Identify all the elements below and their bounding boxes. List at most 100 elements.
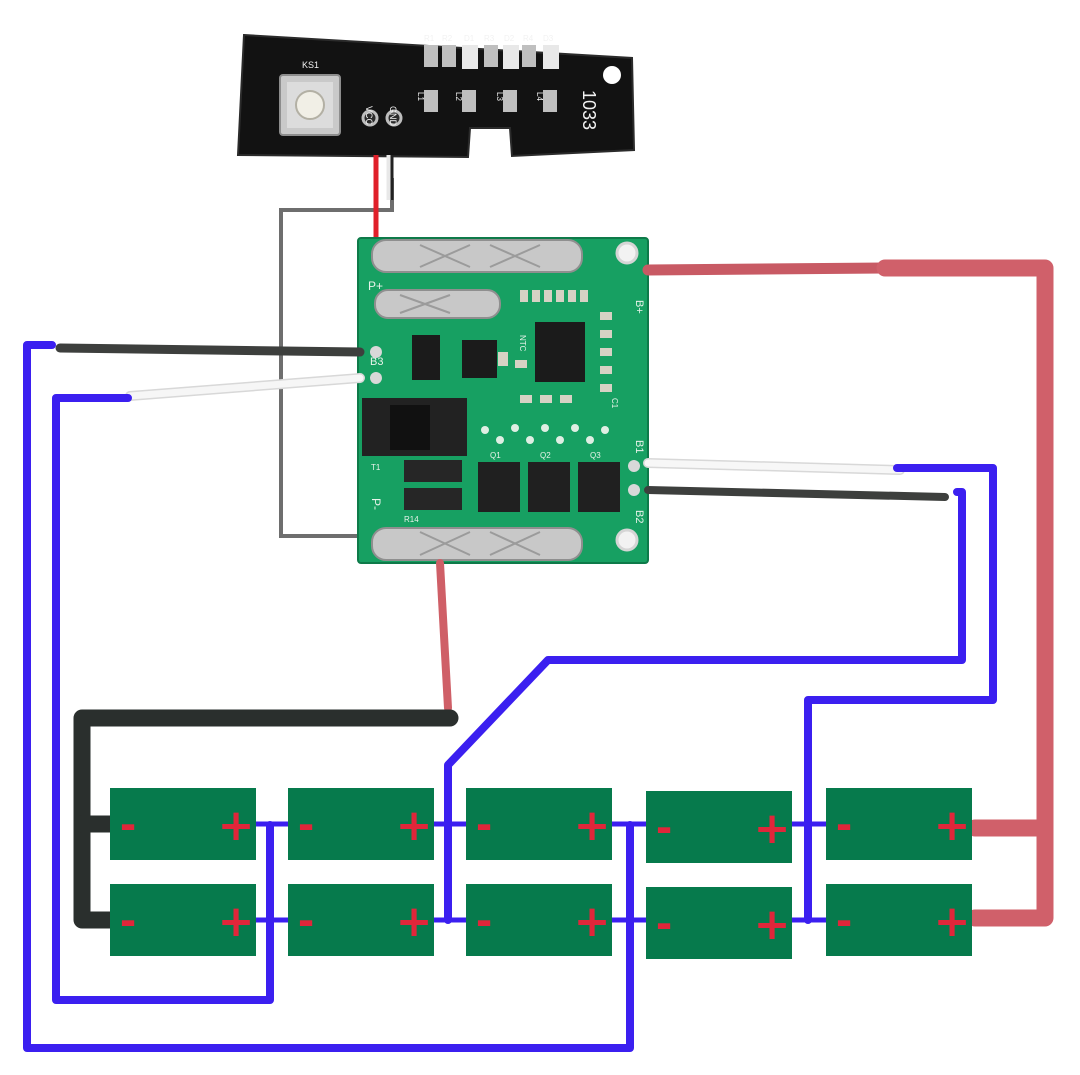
cell-minus-terminal: - xyxy=(120,802,137,848)
svg-text:R3: R3 xyxy=(484,34,495,43)
p-plus-terminal xyxy=(371,239,583,273)
b3-label: B3 xyxy=(370,356,383,368)
cell-body xyxy=(110,788,256,860)
sense-resistor-2 xyxy=(404,488,462,510)
cell-body xyxy=(646,887,792,959)
cell-body xyxy=(646,791,792,863)
svg-text:L3: L3 xyxy=(495,92,504,101)
svg-text:Q2: Q2 xyxy=(540,451,551,460)
mount-hole-top-right xyxy=(615,241,639,265)
battery-cell-r2c3: -+ xyxy=(466,884,612,956)
svg-text:D2: D2 xyxy=(504,34,515,43)
small-ic-a xyxy=(412,335,440,380)
blue-wire-white xyxy=(52,394,274,1004)
battery-cell-r1c1: -+ xyxy=(110,788,256,860)
svg-text:L1: L1 xyxy=(416,92,425,101)
cell-body xyxy=(288,884,434,956)
svg-text:Q3: Q3 xyxy=(590,451,601,460)
vcc-pad xyxy=(361,109,379,127)
sense-resistor-1 xyxy=(404,460,462,482)
battery-cell-r2c4: -+ xyxy=(646,887,792,959)
cell-minus-terminal: - xyxy=(656,901,673,947)
battery-cell-r2c2: -+ xyxy=(288,884,434,956)
bms-board: P+ P- B+ B3 B1 B2 R14 NTC T1 C1 Q1 Q2 Q3 xyxy=(357,237,649,564)
blue-wire-b2 xyxy=(444,488,966,924)
b3-pad xyxy=(370,346,382,358)
led-indicator-board: KS1 VCC GND R1 R2 D1 R3 D2 R4 D3 L1 L2 L… xyxy=(236,33,636,159)
svg-text:Q1: Q1 xyxy=(490,451,501,460)
red-positive-wire xyxy=(876,259,1054,927)
bms-vias xyxy=(481,424,609,444)
t1-label: T1 xyxy=(371,463,381,472)
led-board-mount-hole xyxy=(603,66,621,84)
bms-smd-parts xyxy=(498,290,612,403)
p-minus-terminal xyxy=(371,527,583,561)
board-code: 1033 xyxy=(579,90,599,130)
mosfet-2 xyxy=(528,462,570,512)
led-labels: L1 L2 L3 L4 xyxy=(416,92,544,101)
cell-body xyxy=(288,788,434,860)
cell-body xyxy=(466,884,612,956)
led-board-smd-parts xyxy=(424,45,559,112)
c1-label: C1 xyxy=(610,398,619,409)
svg-text:R1: R1 xyxy=(424,34,435,43)
cell-minus-terminal: - xyxy=(476,802,493,848)
battery-cell-r2c1: -+ xyxy=(110,884,256,956)
cell-body xyxy=(826,884,972,956)
mosfet-3 xyxy=(578,462,620,512)
cell-minus-terminal: - xyxy=(476,898,493,944)
led-board-part-labels: R1 R2 D1 R3 D2 R4 D3 xyxy=(424,34,554,43)
svg-text:L4: L4 xyxy=(535,92,544,101)
cell-plus-terminal: + xyxy=(218,896,255,947)
battery-cell-r1c2: -+ xyxy=(288,788,434,860)
small-ic-b xyxy=(462,340,497,378)
cell-minus-terminal: - xyxy=(120,898,137,944)
battery-cell-r1c3: -+ xyxy=(466,788,612,860)
cell-minus-terminal: - xyxy=(836,898,853,944)
cell-plus-terminal: + xyxy=(218,800,255,851)
p-plus-label: P+ xyxy=(368,279,383,293)
mount-hole-bottom-right xyxy=(615,528,639,552)
cell-plus-terminal: + xyxy=(754,899,791,950)
vcc-label: VCC xyxy=(364,106,374,126)
svg-text:L2: L2 xyxy=(454,92,463,101)
svg-text:R2: R2 xyxy=(442,34,453,43)
cell-plus-terminal: + xyxy=(396,896,433,947)
b-plus-terminal xyxy=(374,289,501,319)
battery-cell-r1c5: -+ xyxy=(826,788,972,860)
blue-wire-b1 xyxy=(804,464,997,924)
blue-balance-wires xyxy=(23,341,997,1052)
b1-pad xyxy=(628,460,640,472)
b2-pad xyxy=(628,484,640,496)
b-pad-2 xyxy=(370,372,382,384)
b-plus-label: B+ xyxy=(633,300,645,314)
bms-leads xyxy=(55,262,949,712)
b2-label: B2 xyxy=(633,510,645,523)
battery-cells: -+-+-+-+-+-+-+-+-+-+ xyxy=(110,788,972,959)
switch-label: KS1 xyxy=(302,60,319,70)
cell-minus-terminal: - xyxy=(836,802,853,848)
mosfet-1 xyxy=(478,462,520,512)
cell-plus-terminal: + xyxy=(396,800,433,851)
cell-body xyxy=(466,788,612,860)
battery-cell-r2c5: -+ xyxy=(826,884,972,956)
p-minus-label: P- xyxy=(369,498,383,510)
svg-text:D3: D3 xyxy=(543,34,554,43)
gnd-label: GND xyxy=(388,106,398,127)
ntc-label: NTC xyxy=(518,335,527,352)
cell-plus-terminal: + xyxy=(934,800,971,851)
push-switch-cap[interactable] xyxy=(295,90,325,120)
protection-ic xyxy=(535,322,585,382)
cell-body xyxy=(826,788,972,860)
cell-minus-terminal: - xyxy=(656,805,673,851)
battery-cell-r1c4: -+ xyxy=(646,791,792,863)
blue-wire-b3 xyxy=(23,341,634,1052)
cell-minus-terminal: - xyxy=(298,802,315,848)
cell-plus-terminal: + xyxy=(934,896,971,947)
svg-text:D1: D1 xyxy=(464,34,475,43)
cell-plus-terminal: + xyxy=(574,800,611,851)
b1-label: B1 xyxy=(633,440,645,453)
cell-plus-terminal: + xyxy=(574,896,611,947)
cell-minus-terminal: - xyxy=(298,898,315,944)
